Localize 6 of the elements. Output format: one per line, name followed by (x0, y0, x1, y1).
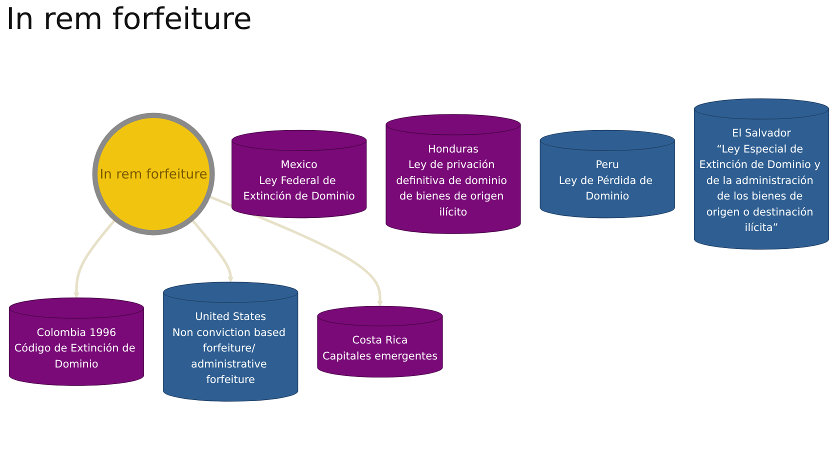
diagram-title: In rem forfeiture (6, 2, 253, 39)
arrow (207, 194, 383, 306)
arrow (190, 218, 234, 282)
forfeiture-diagram: In rem forfeiture Colombia 1996 Código de Extinción de Dominio Mexico Ley Federal de Extinción de Dominio Honduras Ley de privación definitiva de dominio de bienes de origen ilícito United States Non conviction based forfeiture/ administrative forfeiture Peru Ley de Pérdida de Dominio El Salvador “Ley Especial de Extinción de Dominio y de la administración de los bienes de origen o destinación ilícita” Costa Rica Capitales emergentes (4, 44, 834, 456)
arrow (74, 218, 117, 298)
node-circle (92, 112, 215, 235)
